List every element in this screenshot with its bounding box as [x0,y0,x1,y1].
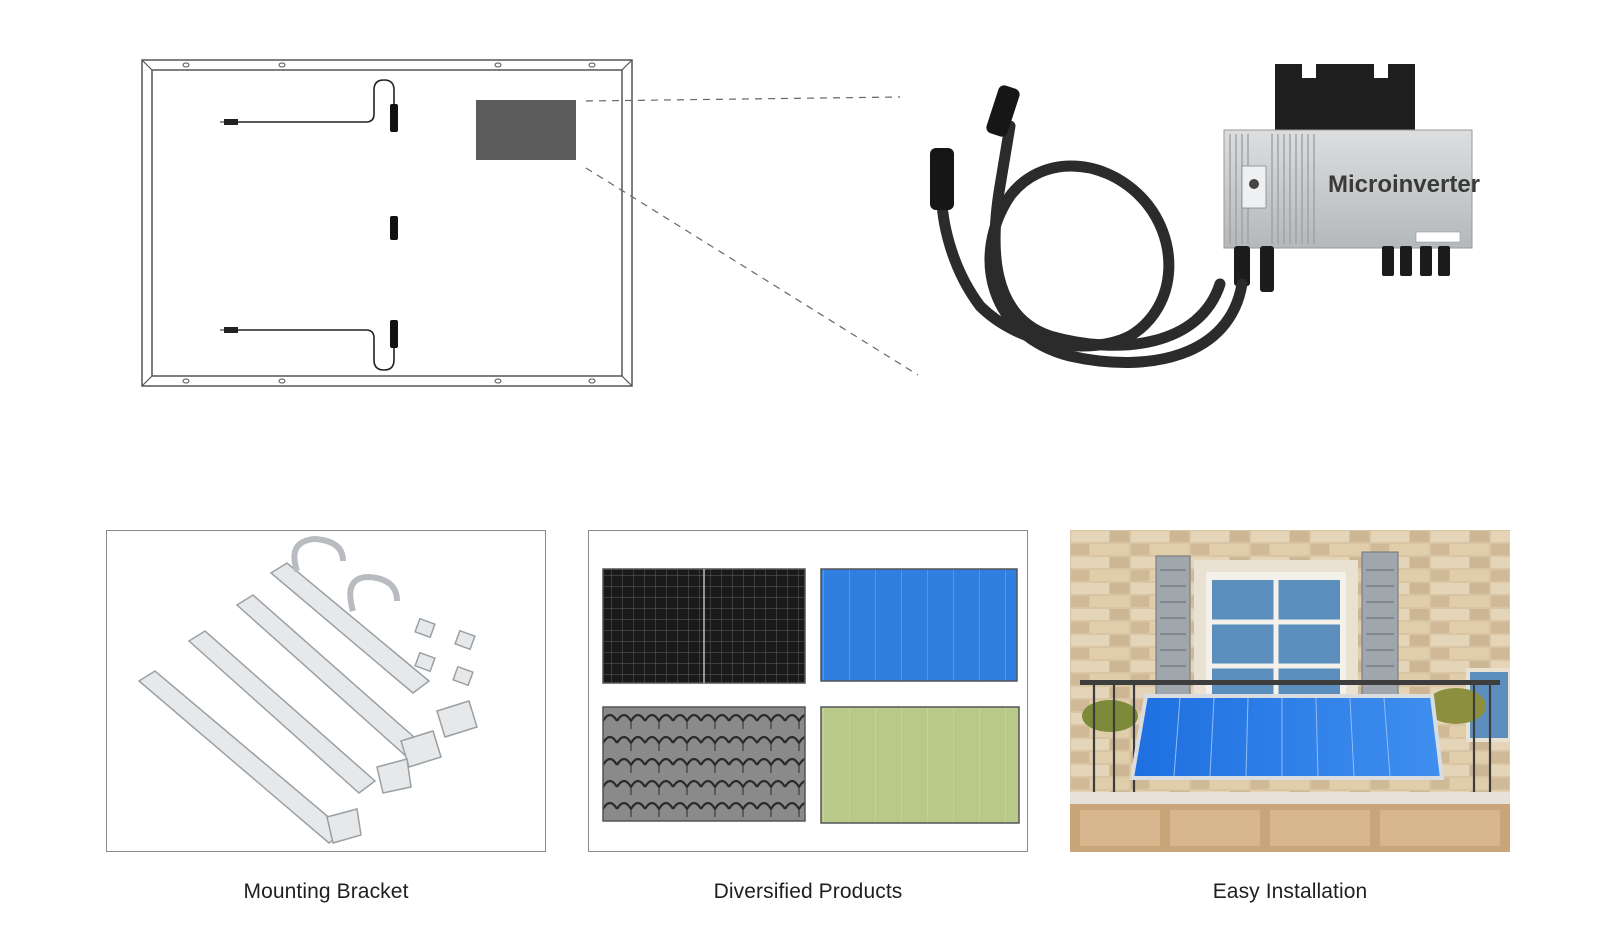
easy-installation-caption: Easy Installation [1212,880,1368,903]
mounting-bracket-card [106,530,546,852]
easy-installation-image [1070,530,1510,852]
inverter-label: Microinverter [1328,171,1480,198]
diversified-products-image [589,531,1027,851]
easy-installation-card [1070,530,1510,852]
solar-panel-back-diagram [141,59,633,387]
junction-box [476,100,576,160]
microinverter-image: Microinverter [930,64,1480,368]
mounting-bracket-image [107,531,545,851]
diversified-products-card [588,530,1028,852]
diversified-products-caption: Diversified Products [713,880,903,903]
mounting-bracket-caption: Mounting Bracket [243,880,409,903]
